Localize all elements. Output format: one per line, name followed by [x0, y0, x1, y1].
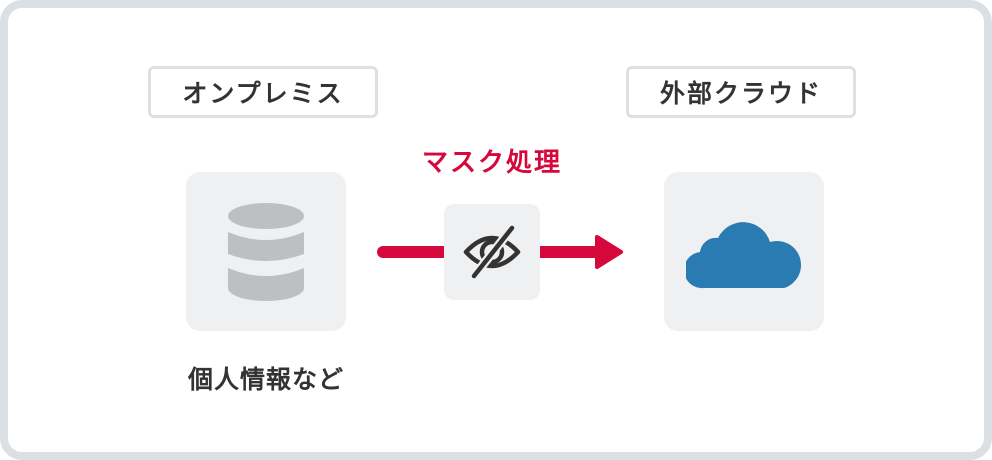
cloud-tile: [664, 172, 824, 331]
database-tile: [186, 172, 346, 331]
flow-line-left: [377, 246, 449, 258]
external-cloud-label: 外部クラウド: [626, 66, 856, 118]
personal-info-caption: 個人情報など: [187, 365, 344, 394]
mask-tile: [444, 204, 540, 300]
database-icon: [228, 202, 304, 301]
arrow-head-icon: [595, 235, 623, 269]
mask-processing-label: マスク処理: [421, 148, 562, 178]
flow-line-right: [536, 246, 606, 258]
on-premise-label: オンプレミス: [148, 66, 378, 118]
cloud-icon: [686, 221, 802, 288]
eye-slash-icon: [463, 225, 521, 279]
